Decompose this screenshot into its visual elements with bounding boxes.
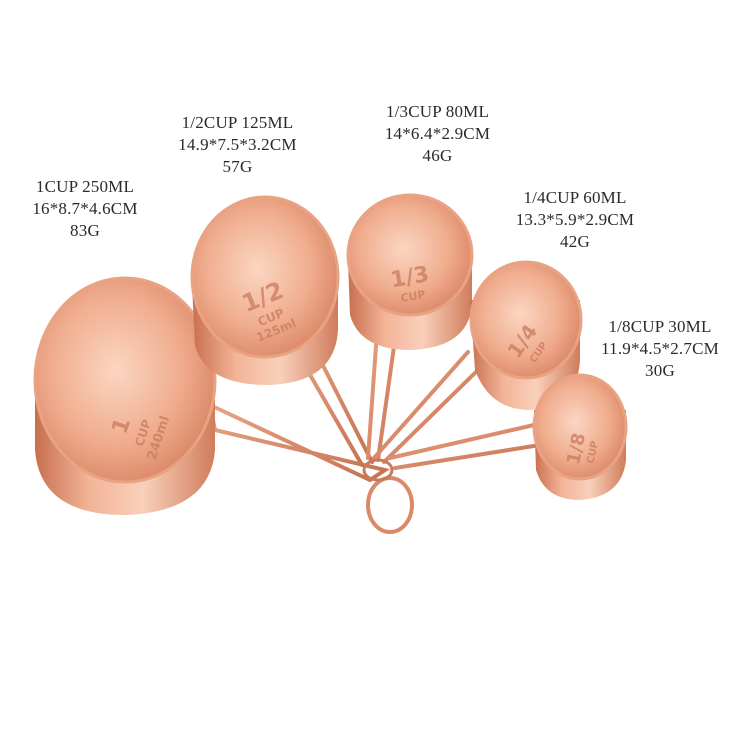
cup-1cup: 1 CUP 240ml [33,276,217,515]
spec-label-1cup: 1CUP 250ML 16*8.7*4.6CM 83G [25,176,145,242]
spec-capacity: 1CUP 250ML [35,177,135,196]
spec-weight: 42G [560,232,590,251]
cup-half: 1/2 CUP 125ml [190,195,340,385]
spec-dimensions: 16*8.7*4.6CM [32,199,138,218]
spec-capacity: 1/4CUP 60ML [523,188,627,207]
spec-label-half-cup: 1/2CUP 125ML 14.9*7.5*3.2CM 57G [165,112,310,178]
handle-eighth [388,423,542,470]
cup-third: 1/3 CUP [346,193,474,350]
spec-capacity: 1/8CUP 30ML [608,317,712,336]
spec-label-third-cup: 1/3CUP 80ML 14*6.4*2.9CM 46G [375,101,500,167]
cup-quarter: 1/4 CUP [469,260,583,410]
spec-capacity: 1/3CUP 80ML [385,102,490,121]
spec-dimensions: 11.9*4.5*2.7CM [601,339,719,358]
spec-label-quarter-cup: 1/4CUP 60ML 13.3*5.9*2.9CM 42G [505,187,645,253]
engrave-1cup-fraction: 1 [108,415,137,437]
spec-label-eighth-cup: 1/8CUP 30ML 11.9*4.5*2.7CM 30G [595,316,725,382]
handle-quarter [372,350,482,464]
spec-dimensions: 14.9*7.5*3.2CM [178,135,297,154]
spec-weight: 57G [222,157,253,176]
spec-capacity: 1/2CUP 125ML [181,113,294,132]
handle-1cup [207,401,390,483]
spec-weight: 30G [645,361,675,380]
spec-dimensions: 14*6.4*2.9CM [384,124,491,143]
cup-eighth: 1/8 CUP [532,373,628,500]
engrave-third-unit: CUP [400,288,427,305]
spec-weight: 83G [70,221,100,240]
spec-dimensions: 13.3*5.9*2.9CM [515,210,635,229]
ring [362,458,414,534]
spec-weight: 46G [422,146,453,165]
engrave-eighth-unit: CUP [585,440,600,465]
